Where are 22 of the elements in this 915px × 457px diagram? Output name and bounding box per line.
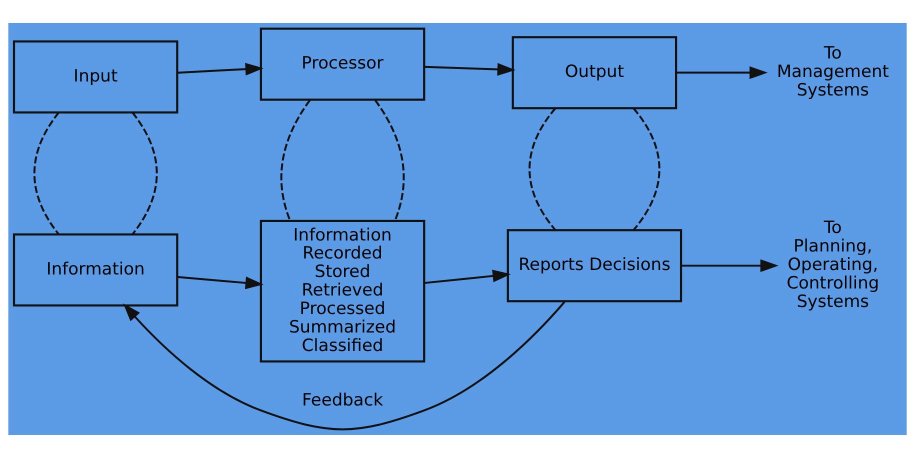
arrow (178, 62, 264, 76)
edge-label: Feedback (302, 390, 384, 410)
node-box: Reports Decisions (506, 228, 682, 302)
node-box: Information Recorded Stored Retrieved Processed Summarized Classified (260, 219, 426, 362)
connector (33, 111, 60, 234)
arrow (424, 62, 516, 76)
arrow (178, 275, 264, 289)
node-box: Input (12, 40, 178, 113)
connector (280, 99, 311, 221)
node-box: Information (12, 232, 178, 306)
arrow (682, 258, 779, 272)
connector (632, 107, 660, 230)
arrow (424, 269, 511, 284)
node-text: To Planning, Operating, Controlling Systems (786, 218, 880, 312)
node-box: Processor (260, 27, 426, 100)
arrow (123, 300, 566, 430)
connector (374, 99, 405, 221)
node-box: Output (512, 36, 678, 109)
connector (528, 107, 556, 230)
node-text: To Management Systems (776, 43, 889, 100)
connector (132, 111, 158, 234)
arrow (676, 66, 768, 79)
